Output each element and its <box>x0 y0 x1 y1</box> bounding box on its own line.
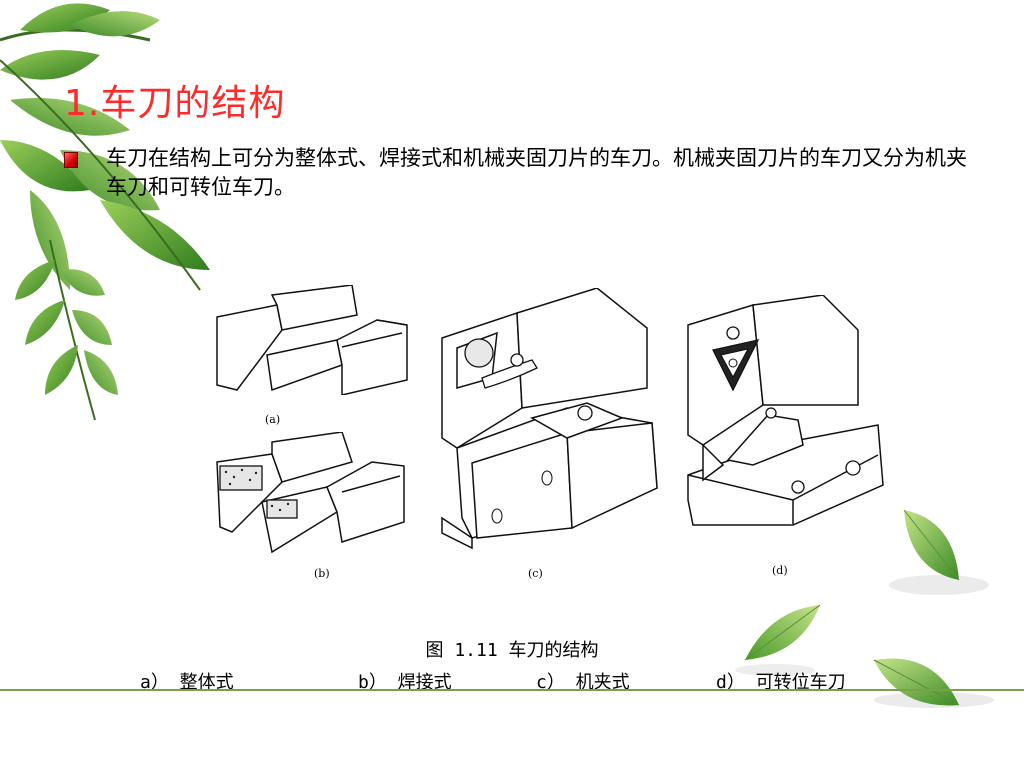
slide-title: 1.车刀的结构 <box>64 83 286 124</box>
leaf-decoration <box>873 509 994 708</box>
body-paragraph: 车刀在结构上可分为整体式、焊接式和机械夹固刀片的车刀。机械夹固刀片的车刀又分为机… <box>106 146 967 199</box>
figure-label-d: (d) <box>772 564 788 577</box>
figure-label-a: (a) <box>265 413 281 426</box>
square-bullet-icon <box>64 152 78 168</box>
legend-item-a: a） 整体式 <box>140 672 234 693</box>
figure-label-b: (b) <box>314 567 330 580</box>
tool-drawing-d <box>687 295 884 526</box>
leaf-branch-decoration <box>0 3 210 421</box>
figure-label-c: (c) <box>528 567 543 580</box>
footer-divider <box>0 689 1024 691</box>
legend-item-d: d） 可转位车刀 <box>716 672 846 693</box>
legend-item-b: b） 焊接式 <box>358 672 452 693</box>
tool-drawing-b <box>216 432 405 554</box>
tool-drawing-a <box>216 285 408 395</box>
leaf-decoration <box>735 604 821 676</box>
legend-item-c: c） 机夹式 <box>536 672 630 693</box>
figure-caption: 图 1.11 车刀的结构 <box>425 640 599 661</box>
tool-drawing-c <box>441 288 658 550</box>
